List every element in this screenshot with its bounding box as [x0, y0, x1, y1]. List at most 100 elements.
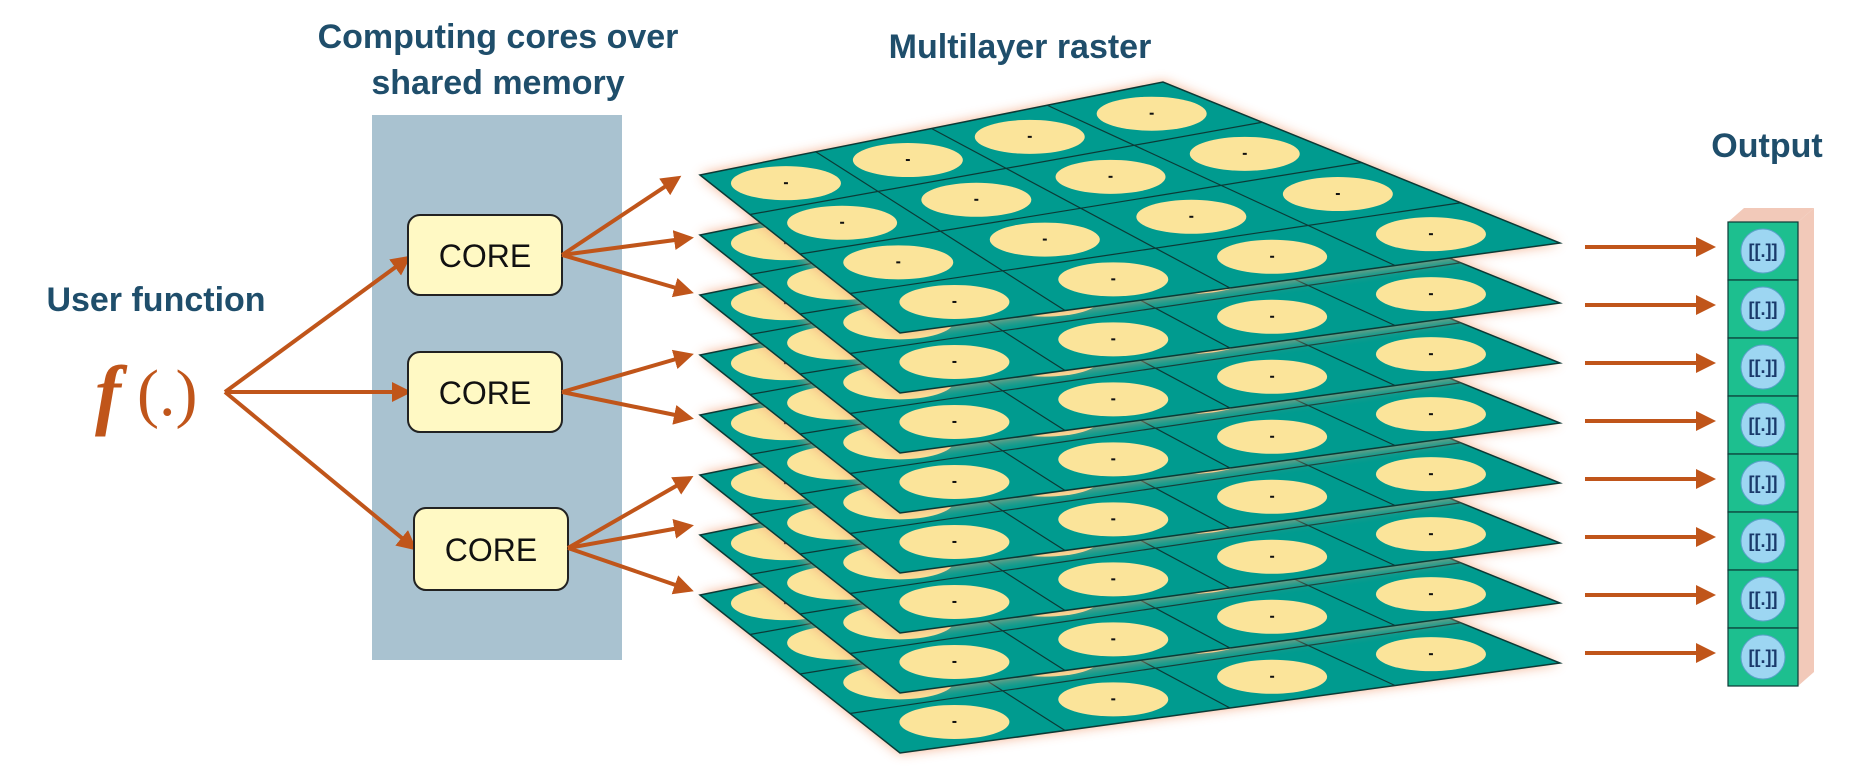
output-cell-circle [1740, 634, 1786, 680]
cell-dot [1042, 238, 1047, 241]
cell-dot [1428, 593, 1433, 596]
output-cell-circle [1740, 460, 1786, 506]
cell-dot [1428, 233, 1433, 236]
cell-dot [1111, 458, 1116, 461]
output-cell-label: [[.]] [1749, 357, 1778, 377]
output-stack-side [1798, 208, 1814, 686]
output-cell-4: [[.]] [1727, 395, 1799, 455]
output-cell-1: [[.]] [1727, 221, 1799, 281]
arrow-core1-layer1 [560, 175, 682, 257]
output-cell-circle [1740, 286, 1786, 332]
grid-line [849, 502, 1461, 595]
cell-dot [1189, 215, 1194, 218]
function-args: (.) [137, 357, 197, 430]
cell-dot [1428, 653, 1433, 656]
arrow-core3-layer8 [567, 546, 694, 595]
cores-title-line2: shared memory [371, 64, 624, 102]
grid-line [749, 121, 1263, 216]
output-cell-8: [[.]] [1727, 627, 1799, 687]
cell-dot [840, 221, 845, 224]
arrow-core1-layer3 [561, 253, 694, 298]
cell-dot [1149, 112, 1154, 115]
core-to-layer-arrows [560, 175, 694, 595]
cell-dot [896, 261, 901, 264]
cell-dot [1428, 353, 1433, 356]
core-box-3: CORE [413, 507, 569, 591]
cell-dot [1111, 578, 1116, 581]
cell-dot [1111, 278, 1116, 281]
cores-title-line1: Computing cores over [318, 18, 679, 56]
core-box-2: CORE [407, 351, 563, 433]
cell-dot [1111, 638, 1116, 641]
cell-dot [1111, 338, 1116, 341]
cell-dot [1270, 375, 1275, 378]
cell-dot [952, 540, 957, 543]
cell-dot [1242, 152, 1247, 155]
arrow-core3-layer6 [567, 476, 694, 550]
grid-line [799, 161, 1362, 255]
cell-dot [1111, 698, 1116, 701]
user-function-symbol: f (.) [95, 350, 197, 437]
output-cell-label: [[.]] [1749, 589, 1778, 609]
grid-line [849, 322, 1461, 415]
output-cell-circle [1740, 344, 1786, 390]
output-cell-7: [[.]] [1727, 569, 1799, 629]
cell-dot [905, 159, 910, 162]
cell-dot [952, 360, 957, 363]
grid-line [849, 262, 1461, 355]
output-stack-top [1728, 208, 1814, 222]
cell-dot [952, 480, 957, 483]
arrow-f-core1 [223, 255, 412, 394]
output-title: Output [1711, 127, 1822, 165]
cell-dot [974, 198, 979, 201]
arrow-f-core3 [223, 390, 418, 551]
output-cell-label: [[.]] [1749, 415, 1778, 435]
function-to-core-arrows [223, 255, 418, 551]
grid-line [849, 622, 1461, 715]
arrow-core2-layer5 [561, 390, 694, 425]
function-f: f [95, 350, 128, 437]
cell-dot [1428, 413, 1433, 416]
arrow-core3-layer7 [567, 518, 694, 550]
cell-dot [1111, 518, 1116, 521]
cell-dot [1428, 293, 1433, 296]
cell-dot [1270, 435, 1275, 438]
output-cell-label: [[.]] [1749, 241, 1778, 261]
grid-line [849, 562, 1461, 655]
arrow-core2-layer4 [561, 349, 694, 394]
layer-to-output-arrows [1585, 237, 1716, 663]
cell-dot [1027, 135, 1032, 138]
cell-dot [952, 420, 957, 423]
cell-dot [1270, 315, 1275, 318]
user-function-title: User function [46, 281, 265, 319]
raster-layer-1 [698, 81, 1563, 334]
core-label-3: CORE [445, 532, 537, 568]
core-label-1: CORE [439, 238, 531, 274]
cell-dot [1335, 193, 1340, 196]
output-cell-6: [[.]] [1727, 511, 1799, 571]
cell-dot [1270, 495, 1275, 498]
cell-dot [952, 600, 957, 603]
output-cell-5: [[.]] [1727, 453, 1799, 513]
output-cell-label: [[.]] [1749, 299, 1778, 319]
cell-dot [952, 660, 957, 663]
output-cell-3: [[.]] [1727, 337, 1799, 397]
cell-dot [1270, 255, 1275, 258]
cell-dot [952, 720, 957, 723]
cell-dot [1428, 473, 1433, 476]
raster-title: Multilayer raster [889, 28, 1152, 66]
cell-dot [952, 300, 957, 303]
output-cell-circle [1740, 228, 1786, 274]
core-box-1: CORE [407, 214, 563, 296]
cell-dot [1270, 615, 1275, 618]
output-cell-label: [[.]] [1749, 647, 1778, 667]
output-cell-circle [1740, 402, 1786, 448]
cell-dot [783, 182, 788, 185]
core-label-2: CORE [439, 375, 531, 411]
output-stack: [[.]] [[.]] [[.]] [[.]] [[.]] [[.]] [[.]] [[.]] [1727, 208, 1814, 687]
output-cell-label: [[.]] [1749, 531, 1778, 551]
output-cell-2: [[.]] [1727, 279, 1799, 339]
output-cell-label: [[.]] [1749, 473, 1778, 493]
output-cell-circle [1740, 576, 1786, 622]
